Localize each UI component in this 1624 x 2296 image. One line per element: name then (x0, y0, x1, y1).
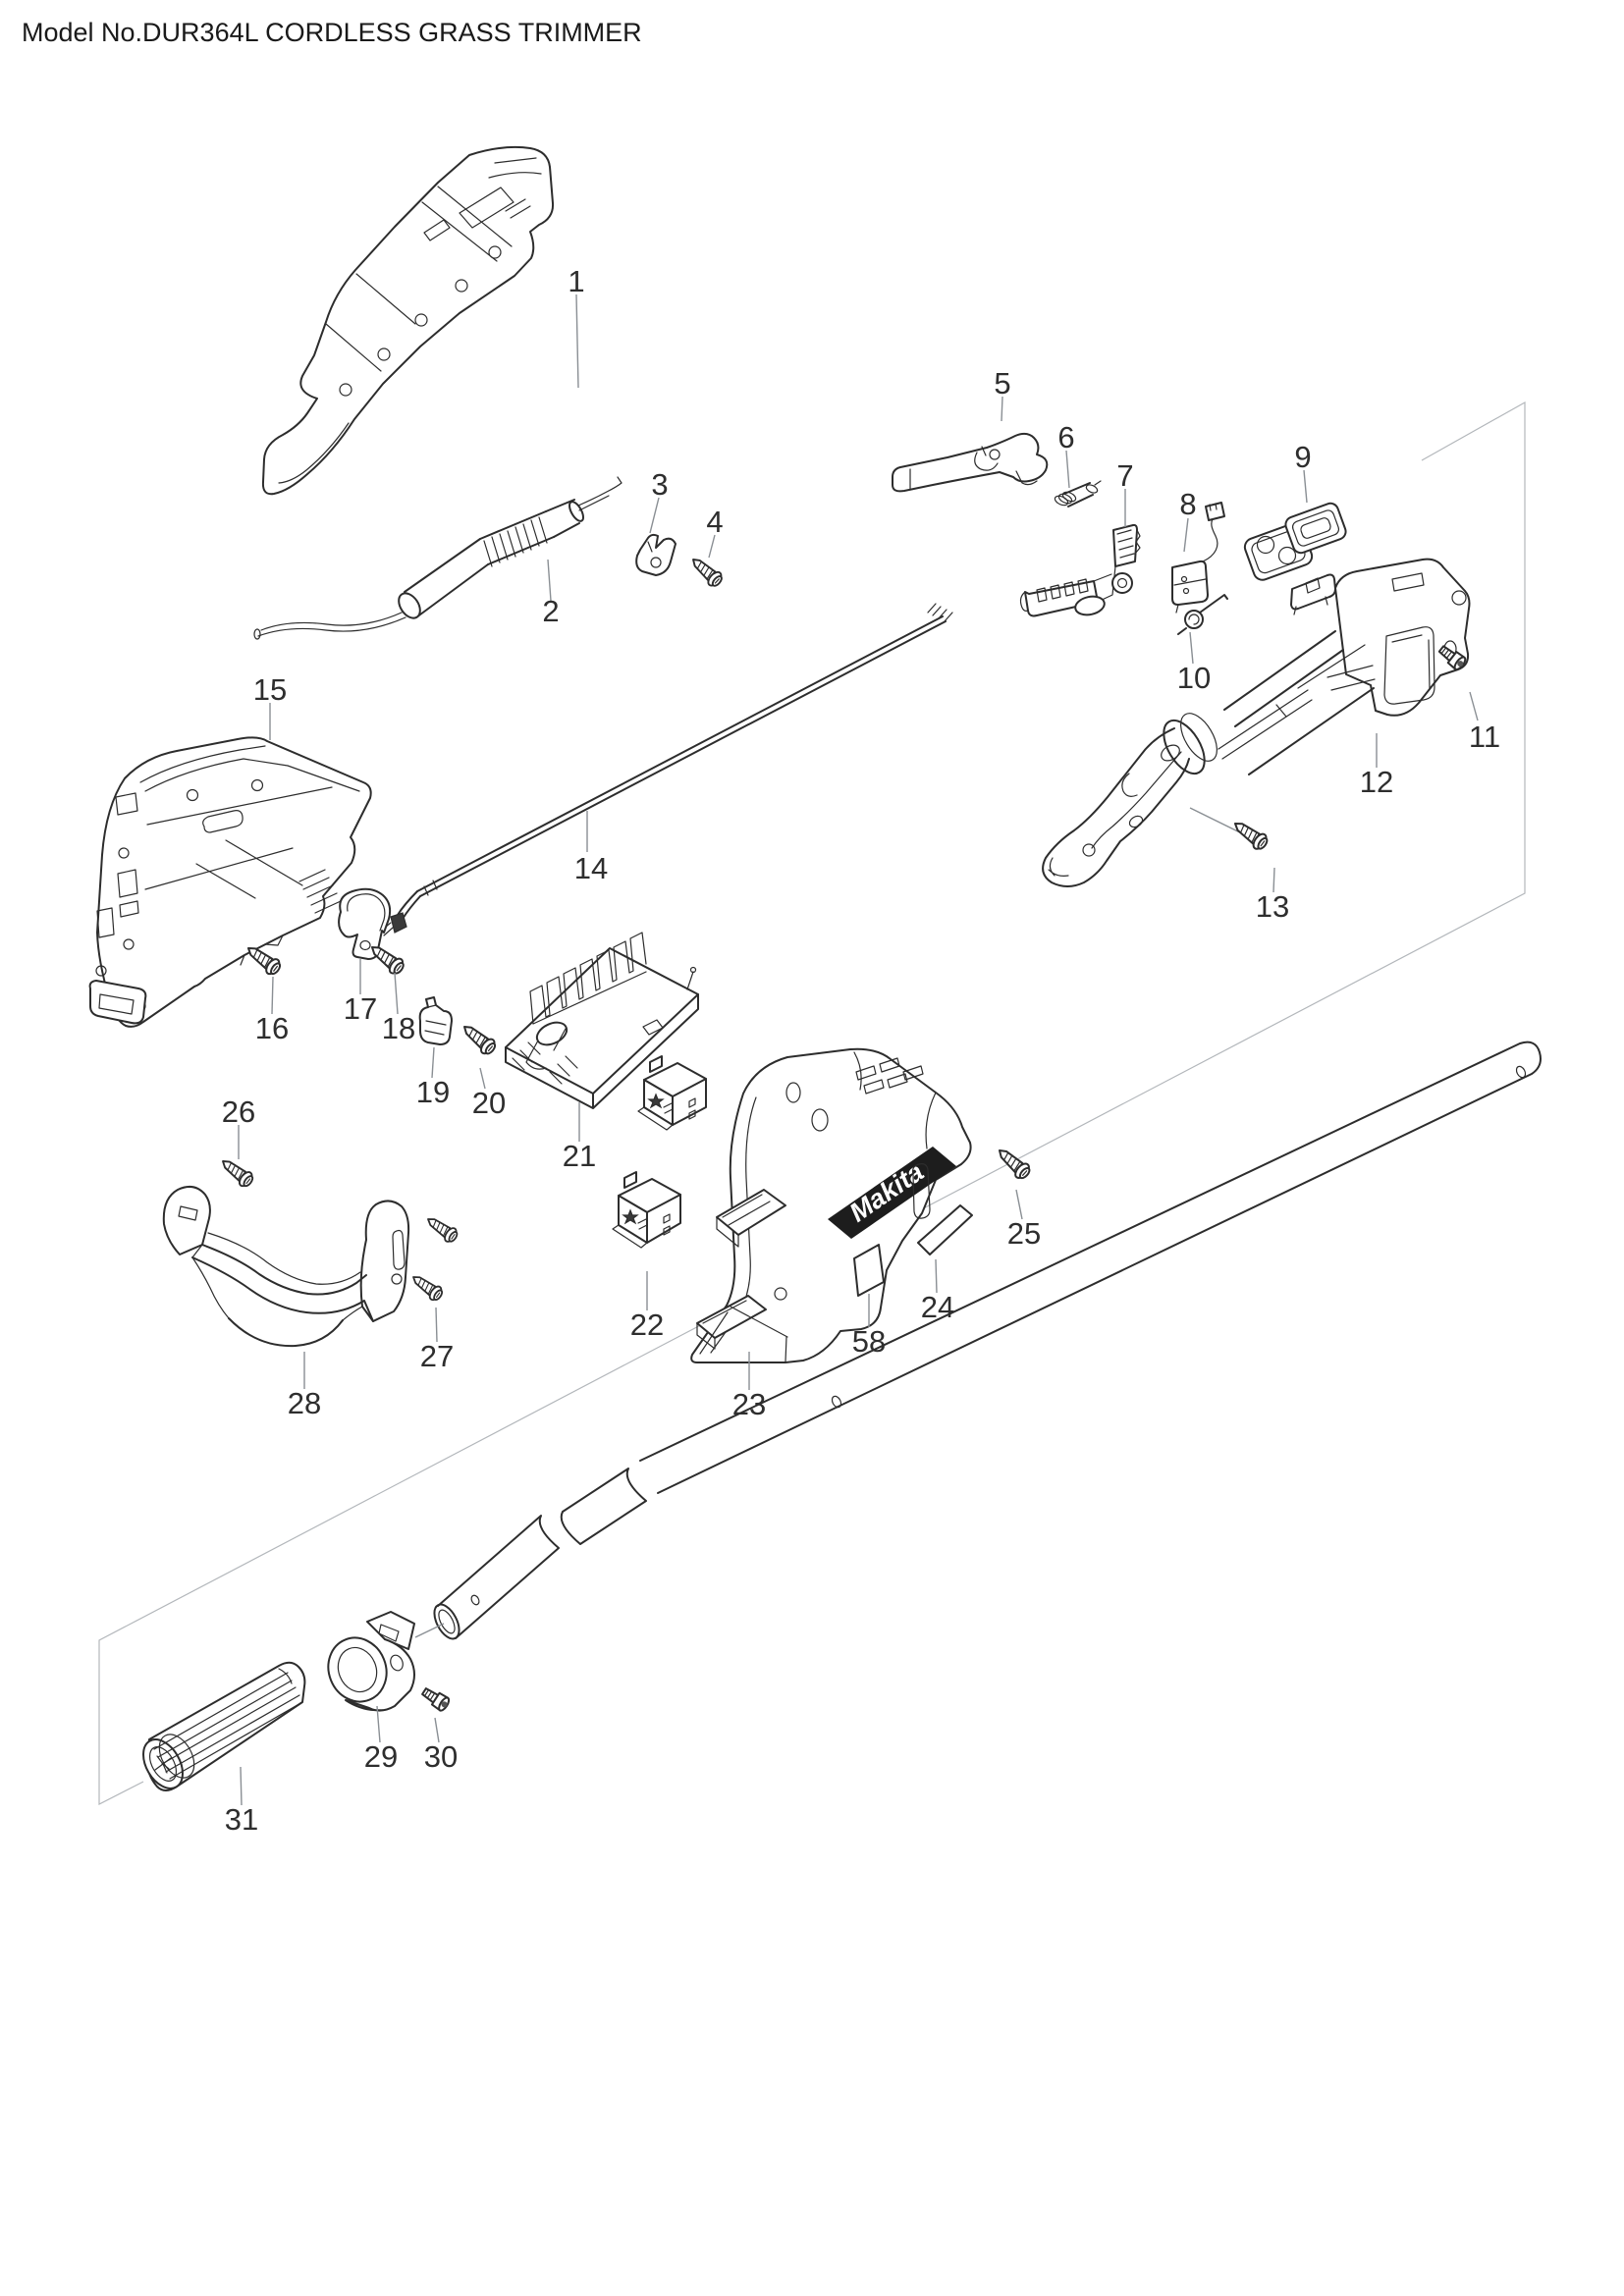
part-2-flexible-cable (253, 476, 623, 640)
callout-part-18: 18 (382, 1011, 415, 1045)
part-3-cable-clamp (635, 533, 677, 576)
part-6-spring (1054, 480, 1102, 507)
part-28-hanger-bracket (162, 1185, 410, 1348)
callout-part-21: 21 (563, 1139, 596, 1173)
part-58-label (853, 1244, 885, 1297)
callout-part-1: 1 (568, 264, 584, 298)
callout-part-15: 15 (253, 672, 287, 707)
part-19-cord-clip (418, 996, 453, 1045)
callout-part-11: 11 (1469, 720, 1500, 754)
callout-part-5: 5 (994, 366, 1010, 400)
part-26-screw (217, 1153, 257, 1191)
callout-part-31: 31 (225, 1802, 258, 1837)
part-27-screws (407, 1211, 461, 1305)
part-20-screw (458, 1019, 500, 1058)
part-23-motor-housing-right: Makita (690, 1047, 972, 1363)
callout-part-19: 19 (416, 1075, 450, 1109)
callout-part-2: 2 (542, 594, 559, 628)
part-5-lock-off-lever (892, 432, 1049, 493)
callout-part-23: 23 (732, 1387, 766, 1421)
callout-part-29: 29 (364, 1739, 398, 1774)
part-24-label (917, 1204, 973, 1255)
part-14-drive-shaft (380, 603, 953, 936)
callout-part-27: 27 (420, 1339, 454, 1373)
part-25-screw (993, 1143, 1034, 1183)
callout-part-22: 22 (630, 1308, 664, 1342)
part-1-handle-housing-upper (261, 145, 555, 496)
callout-part-58: 58 (852, 1324, 886, 1359)
part-21-controller (505, 932, 699, 1109)
callout-part-28: 28 (288, 1386, 321, 1420)
callout-part-14: 14 (574, 851, 608, 885)
part-12-handle-housing-lower (1042, 558, 1471, 887)
makita-logo-band (828, 1147, 956, 1239)
part-9-cover-pads (1243, 502, 1347, 615)
callout-part-4: 4 (706, 505, 723, 539)
callout-part-12: 12 (1360, 765, 1393, 799)
part-13-screw (1189, 807, 1272, 854)
callout-part-9: 9 (1294, 440, 1311, 474)
callout-part-10: 10 (1177, 661, 1211, 695)
callout-labels: 1 2 3 4 5 6 7 8 9 10 11 12 13 14 15 16 1… (222, 264, 1500, 1837)
callout-part-30: 30 (424, 1739, 458, 1774)
callout-part-13: 13 (1256, 889, 1289, 924)
part-30-bolt (418, 1683, 453, 1714)
callout-part-20: 20 (472, 1086, 506, 1120)
callout-part-16: 16 (255, 1011, 289, 1045)
outer-pipe (433, 1041, 1542, 1640)
part-4-screw (686, 552, 727, 590)
part-22-switch-blocks (612, 1055, 707, 1249)
part-17-pipe-clamp (338, 887, 392, 960)
part-29-clamp-collar (327, 1611, 415, 1712)
callout-part-26: 26 (222, 1095, 255, 1129)
callout-part-7: 7 (1116, 458, 1133, 493)
callout-part-8: 8 (1179, 487, 1196, 521)
part-10-torsion-spring (1177, 594, 1228, 635)
callout-part-17: 17 (344, 991, 377, 1026)
callout-part-24: 24 (921, 1290, 954, 1324)
callout-part-6: 6 (1057, 420, 1074, 454)
leader-lines (238, 294, 1479, 1806)
callout-part-3: 3 (651, 467, 668, 502)
page-title: Model No.DUR364L CORDLESS GRASS TRIMMER (22, 18, 642, 47)
part-15-motor-housing-left (88, 736, 372, 1028)
callout-part-25: 25 (1007, 1216, 1041, 1251)
part-31-grip (142, 1661, 306, 1791)
part-8-switch (1171, 502, 1225, 614)
part-7-trigger (1019, 523, 1141, 617)
assembly-guide-lines (414, 1623, 445, 1638)
